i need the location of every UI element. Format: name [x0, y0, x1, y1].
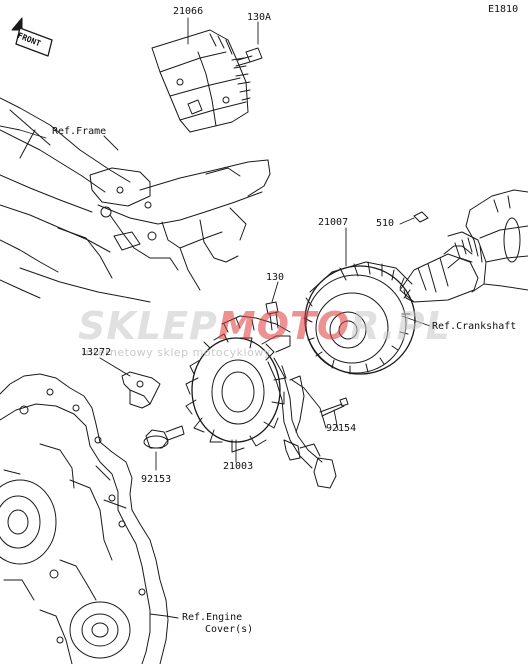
front-arrow-icon	[11, 17, 53, 57]
ref-engine-cover-label-line1: Ref.Engine	[182, 612, 243, 623]
ref-frame-label: Ref.Frame	[52, 126, 107, 137]
part-21007-label: 21007	[318, 217, 349, 228]
part-92153-label: 92153	[141, 474, 172, 485]
engine-cover-drawing	[0, 373, 169, 664]
stator-drawing	[185, 315, 337, 489]
part-21003-label: 21003	[223, 461, 254, 472]
crankshaft-drawing	[399, 189, 528, 303]
part-13272-label: 13272	[81, 347, 112, 358]
part-21066-label: 21066	[173, 6, 204, 17]
watermark-brand-c: R.PL	[350, 304, 451, 348]
bracket-drawing	[121, 371, 161, 409]
ref-engine-cover-label-line2: Cover(s)	[205, 624, 254, 635]
watermark-brand-b: MOTO	[217, 304, 351, 348]
part-510-label: 510	[376, 218, 395, 229]
flywheel-rotor-drawing	[303, 261, 416, 375]
part-130a-label: 130A	[247, 12, 272, 23]
diagram-code: E1810	[488, 4, 519, 15]
regulator-bolt-drawing	[235, 47, 263, 67]
part-92154-label: 92154	[326, 423, 357, 434]
leader-lines	[0, 17, 431, 619]
regulator-drawing	[151, 29, 251, 133]
frame-drawing	[0, 97, 271, 303]
watermark-brand: SKLEPMOTOR.PL	[78, 304, 451, 348]
part-130-label: 130	[266, 272, 285, 283]
flange-bolt-drawing	[143, 425, 185, 449]
watermark-tagline: internetowy sklep motocyklowy	[82, 346, 271, 359]
ref-crankshaft-label: Ref.Crankshaft	[432, 321, 517, 332]
watermark-brand-a: SKLEP	[78, 304, 218, 348]
key-drawing	[413, 211, 429, 223]
bolt-92154-drawing	[319, 397, 349, 417]
